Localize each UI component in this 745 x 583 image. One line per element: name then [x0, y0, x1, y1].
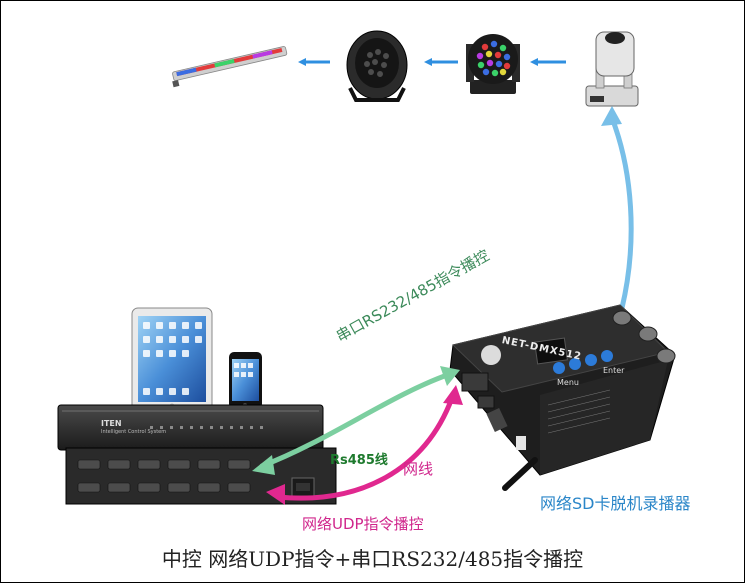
controller-brand-label: ITEN — [101, 419, 122, 428]
dmx-arrowhead — [601, 106, 622, 126]
moving-head-spot-icon — [585, 31, 639, 107]
controller-subtitle-label: Intelligent Control System — [101, 429, 167, 435]
serial-link-arrow — [259, 371, 453, 469]
network-arrowhead-recorder — [443, 385, 463, 405]
rs485-cable-label: Rs485线 — [330, 453, 388, 468]
network-arrowhead-controller — [266, 484, 285, 505]
sd-recorder-device — [449, 304, 676, 491]
dmx-link-arrow — [609, 115, 634, 311]
diagram-caption: 中控 网络UDP指令+串口RS232/485指令播控 — [161, 547, 584, 571]
serial-arrowhead-recorder — [440, 366, 460, 386]
tablet-icon — [131, 307, 213, 412]
led-moving-head-icon — [466, 34, 520, 94]
enter-button-label: Enter — [603, 366, 625, 375]
serial-arrowhead-controller — [252, 455, 275, 475]
central-controller — [57, 404, 337, 505]
network-link-arrow — [275, 395, 455, 501]
udp-control-label: 网络UDP指令播控 — [302, 515, 424, 533]
menu-button-label: Menu — [557, 378, 579, 387]
phone-icon — [229, 352, 262, 409]
recorder-label: 网络SD卡脱机录播器 — [540, 494, 691, 513]
led-wall-washer-icon — [172, 46, 288, 88]
par-light-icon — [346, 30, 408, 102]
network-cable-label: 网线 — [403, 460, 434, 478]
